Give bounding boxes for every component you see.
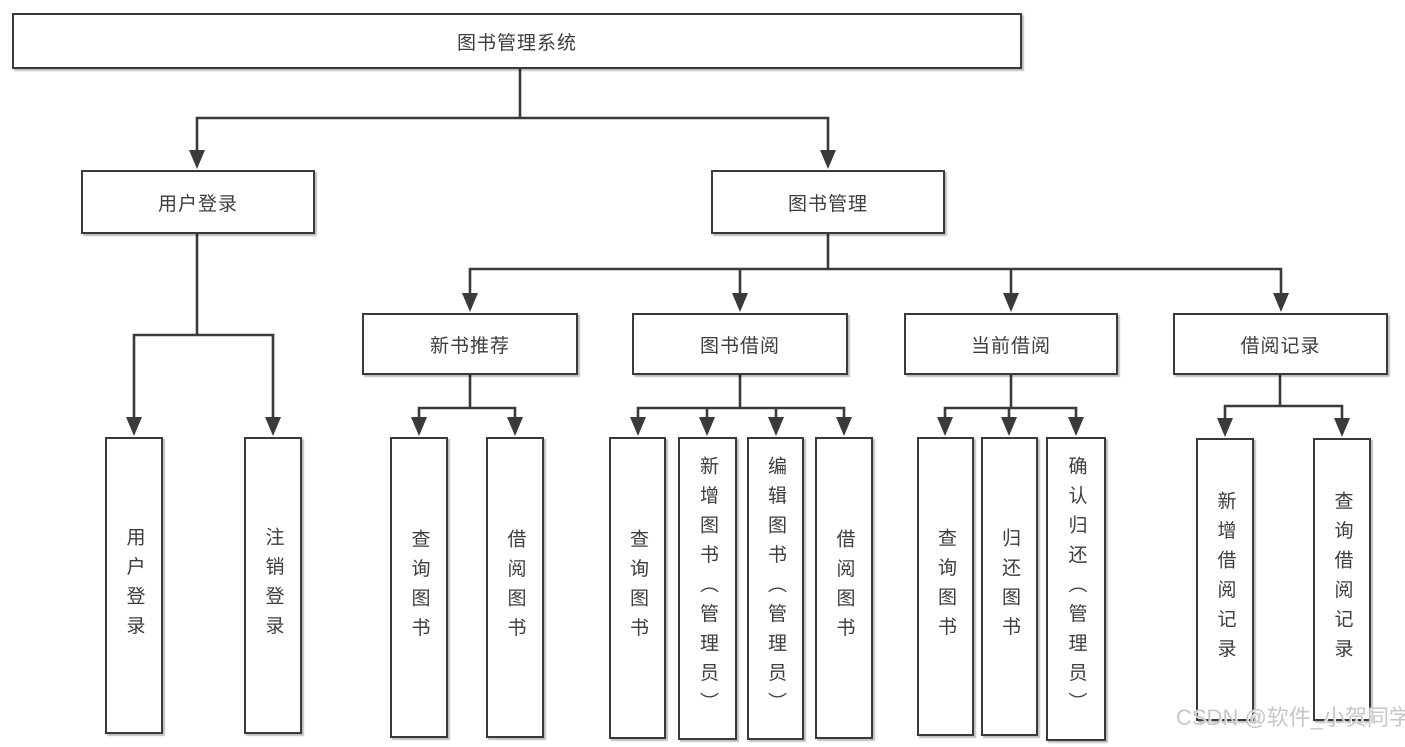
arrowhead-icon: [1003, 293, 1019, 312]
arrowhead-icon: [189, 150, 205, 169]
node-label: 用户登录: [123, 526, 145, 645]
leaf-logout: 注销登录: [244, 437, 302, 734]
arrowhead-icon: [1001, 417, 1017, 436]
node-current-borrowing: 当前借阅: [904, 313, 1118, 375]
node-label: 用户登录: [157, 193, 238, 215]
node-label: 借阅图书: [504, 528, 526, 647]
arrowhead-icon: [411, 417, 427, 436]
leaf-add-borrow-record: 新增借阅记录: [1196, 438, 1254, 721]
arrowhead-icon: [1273, 293, 1289, 312]
leaf-query-books-current: 查询图书: [917, 437, 974, 736]
leaf-edit-book-admin: 编辑图书（管理员）: [747, 437, 804, 740]
node-label: 查询借阅记录: [1331, 491, 1353, 668]
arrowhead-icon: [732, 293, 748, 312]
leaf-query-borrow-record: 查询借阅记录: [1313, 438, 1371, 721]
arrowhead-icon: [1068, 417, 1084, 436]
arrowhead-icon: [507, 417, 523, 436]
arrowhead-icon: [126, 417, 142, 436]
arrowhead-icon: [462, 293, 478, 312]
leaf-borrow-books-borrowing: 借阅图书: [815, 437, 873, 739]
node-library-system: 图书管理系统: [12, 13, 1022, 69]
arrowhead-icon: [1217, 418, 1233, 437]
arrowhead-icon: [1334, 418, 1350, 437]
node-label: 借阅记录: [1240, 335, 1321, 357]
node-user-login: 用户登录: [81, 170, 315, 234]
arrowhead-icon: [699, 417, 715, 436]
node-label: 图书借阅: [699, 335, 780, 357]
leaf-add-book-admin: 新增图书（管理员）: [678, 437, 737, 740]
arrowhead-icon: [820, 150, 836, 169]
arrowhead-icon: [630, 417, 646, 436]
node-label: 当前借阅: [970, 335, 1051, 357]
node-label: 借阅图书: [833, 529, 855, 647]
node-label: 编辑图书（管理员）: [765, 455, 786, 722]
node-label: 归还图书: [999, 527, 1020, 646]
node-book-management: 图书管理: [711, 170, 945, 234]
node-label: 查询图书: [935, 527, 956, 646]
node-label: 图书管理系统: [456, 32, 577, 54]
leaf-query-books-borrowing: 查询图书: [609, 437, 666, 739]
node-label: 新增图书（管理员）: [697, 455, 718, 722]
leaf-confirm-return-admin: 确认归还（管理员）: [1046, 437, 1106, 741]
node-label: 查询图书: [408, 528, 430, 647]
arrowhead-icon: [265, 417, 281, 436]
csdn-watermark: CSDN @软件_小贺同学: [1176, 705, 1405, 730]
node-book-borrowing: 图书借阅: [632, 313, 848, 375]
leaf-return-book: 归还图书: [981, 437, 1038, 736]
node-label: 查询图书: [627, 529, 648, 647]
arrowhead-icon: [836, 417, 852, 436]
arrowhead-icon: [768, 417, 784, 436]
arrowhead-icon: [937, 417, 953, 436]
node-new-book-recommend: 新书推荐: [362, 313, 578, 375]
node-label: 图书管理: [787, 193, 868, 215]
node-label: 确认归还（管理员）: [1065, 456, 1087, 722]
leaf-query-books-recommend: 查询图书: [390, 437, 448, 738]
leaf-user-login: 用户登录: [105, 437, 163, 734]
node-borrow-records: 借阅记录: [1173, 313, 1388, 375]
node-label: 新增借阅记录: [1214, 491, 1236, 668]
node-label: 新书推荐: [429, 335, 510, 357]
node-label: 注销登录: [262, 526, 284, 645]
leaf-borrow-books-recommend: 借阅图书: [486, 437, 544, 738]
